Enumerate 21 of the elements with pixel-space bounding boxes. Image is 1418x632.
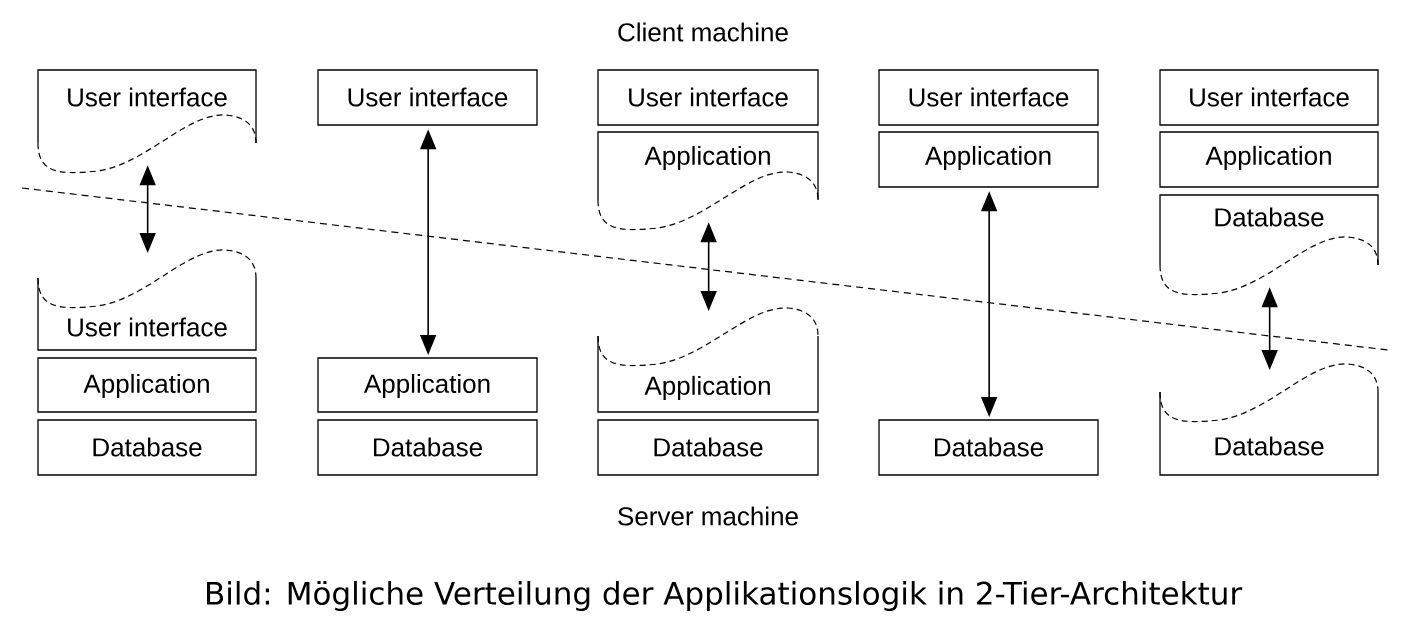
layer-box: Database <box>317 419 538 476</box>
split-layer-box: Application <box>597 307 819 413</box>
layer-box: Database <box>878 419 1099 476</box>
machine-label: Client machine <box>618 22 788 42</box>
split-layer-box: User interface <box>37 69 257 174</box>
split-layer-box: Database <box>1159 194 1379 296</box>
layer-box: Application <box>878 131 1099 188</box>
split-layer-box: User interface <box>37 249 257 351</box>
machine-label: Server machine <box>618 506 798 526</box>
layer-box: User interface <box>317 69 538 126</box>
split-layer-box: Database <box>1159 363 1379 476</box>
layer-box: Application <box>317 357 538 413</box>
layer-box: Application <box>37 357 257 413</box>
layer-box: Application <box>1159 131 1379 188</box>
layer-box: Database <box>597 419 819 476</box>
layer-box: User interface <box>878 69 1099 126</box>
caption: Bild: Mögliche Verteilung der Applikationslogik in 2-Tier-Architektur <box>207 581 1243 611</box>
layer-box: Database <box>37 419 257 476</box>
layer-box: User interface <box>1159 69 1379 126</box>
split-layer-box: Application <box>597 131 819 231</box>
layer-box: User interface <box>597 69 819 126</box>
